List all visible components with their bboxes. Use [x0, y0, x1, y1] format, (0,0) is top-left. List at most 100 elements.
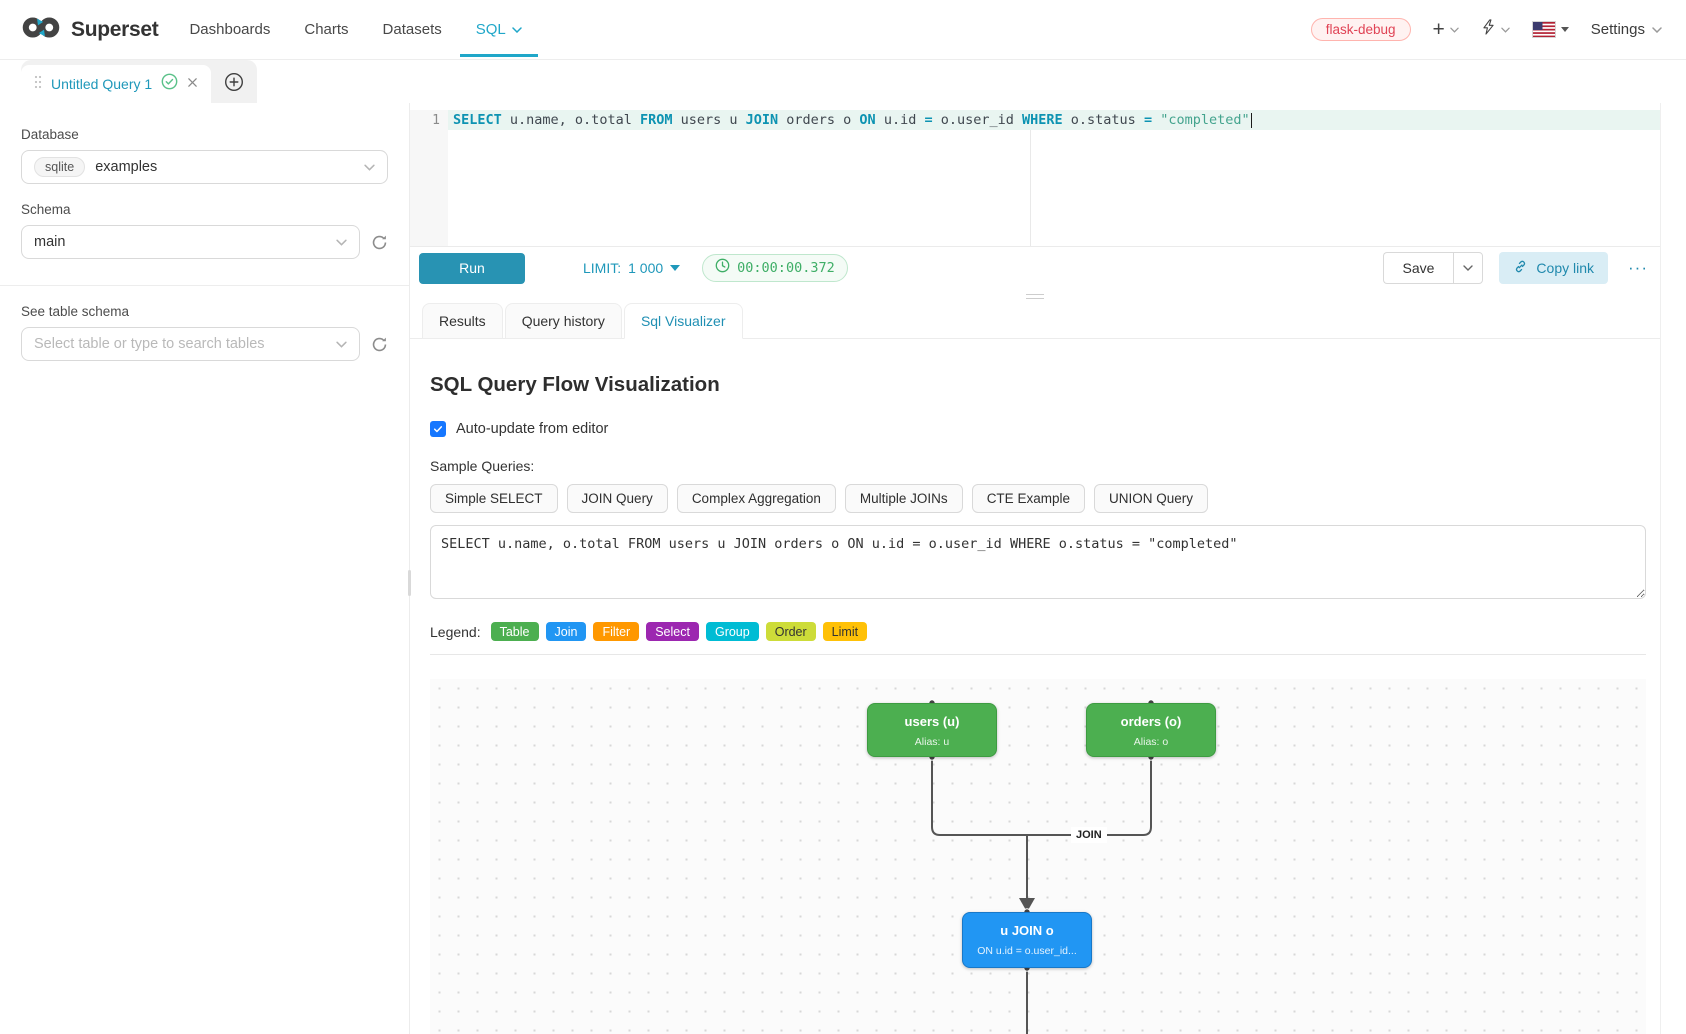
sql-editor[interactable]: 1 SELECT u.name, o.total FROM users u JO…: [410, 110, 1660, 247]
sample-join-query-button[interactable]: JOIN Query: [567, 484, 668, 513]
sample-union-query-button[interactable]: UNION Query: [1094, 484, 1208, 513]
chevron-down-icon: [336, 239, 347, 246]
legend-badge-filter: Filter: [593, 622, 639, 641]
add-query-tab-button[interactable]: [211, 65, 257, 103]
save-button[interactable]: Save: [1383, 252, 1454, 284]
settings-menu[interactable]: Settings: [1591, 21, 1662, 38]
sql-visualizer-panel: SQL Query Flow Visualization Auto-update…: [410, 339, 1660, 1034]
database-select[interactable]: sqlite examples: [21, 150, 388, 184]
legend-badge-limit: Limit: [823, 622, 867, 641]
node-subtitle: ON u.id = o.user_id...: [963, 945, 1091, 957]
table-search-select[interactable]: Select table or type to search tables: [21, 327, 360, 361]
us-flag-icon: [1532, 21, 1556, 38]
tab-results[interactable]: Results: [422, 303, 503, 339]
legend-badge-group: Group: [706, 622, 759, 641]
sample-complex-aggregation-button[interactable]: Complex Aggregation: [677, 484, 836, 513]
new-dropdown-button[interactable]: +: [1433, 23, 1459, 37]
add-tab-icon: [224, 72, 244, 97]
auto-update-label: Auto-update from editor: [456, 421, 608, 437]
print-margin-line: [1030, 110, 1031, 246]
superset-logo-icon: [21, 14, 61, 46]
sample-simple-select-button[interactable]: Simple SELECT: [430, 484, 558, 513]
main-nav: Dashboards Charts Datasets SQL: [189, 0, 521, 59]
link-icon: [1513, 259, 1528, 277]
node-title: u JOIN o: [963, 923, 1091, 938]
node-subtitle: Alias: o: [1087, 736, 1215, 748]
close-icon[interactable]: [187, 75, 198, 93]
line-number: 1: [410, 110, 448, 130]
run-button[interactable]: Run: [419, 253, 525, 284]
legend-badge-select: Select: [646, 622, 699, 641]
chevron-down-icon: [364, 164, 375, 171]
database-label: Database: [21, 127, 388, 142]
plus-icon: +: [1433, 23, 1445, 37]
resize-grip-icon: [1026, 294, 1044, 299]
query-tab-untitled-query-1[interactable]: Untitled Query 1: [21, 65, 211, 103]
limit-dropdown[interactable]: LIMIT: 1 000: [583, 260, 680, 276]
table-search-placeholder: Select table or type to search tables: [34, 336, 265, 352]
refresh-tables-icon[interactable]: [371, 336, 388, 353]
tab-query-history[interactable]: Query history: [505, 303, 622, 339]
language-dropdown-button[interactable]: [1532, 21, 1569, 38]
auto-update-checkbox-row[interactable]: Auto-update from editor: [430, 421, 1646, 437]
schema-select-value: main: [34, 234, 65, 250]
node-subtitle: Alias: u: [868, 736, 996, 748]
chevron-down-icon: [1501, 27, 1510, 33]
database-select-value: examples: [95, 159, 157, 175]
caret-down-icon: [1561, 27, 1569, 32]
save-options-button[interactable]: [1453, 252, 1483, 284]
text-cursor: [1251, 113, 1253, 128]
limit-label: LIMIT:: [583, 260, 621, 276]
sidebar-divider: [0, 285, 409, 286]
query-timer: 00:00:00.372: [702, 254, 848, 282]
navbar: Superset Dashboards Charts Datasets SQL …: [0, 0, 1686, 60]
query-tab-strip: Untitled Query 1: [0, 60, 1686, 103]
sample-multiple-joins-button[interactable]: Multiple JOINs: [845, 484, 963, 513]
sql-line-1: SELECT u.name, o.total FROM users u JOIN…: [448, 110, 1660, 130]
chevron-down-icon: [1450, 27, 1459, 33]
navbar-right: flask-debug + Settings: [1311, 18, 1662, 41]
chevron-down-icon: [336, 341, 347, 348]
table-schema-label: See table schema: [21, 304, 388, 319]
drag-handle-icon[interactable]: [34, 75, 42, 94]
auto-update-checkbox[interactable]: [430, 421, 446, 437]
superset-logo[interactable]: Superset: [21, 14, 158, 46]
content-divider: [430, 654, 1646, 655]
flow-node-orders[interactable]: orders (o) Alias: o: [1086, 703, 1216, 757]
more-actions-button[interactable]: ···: [1624, 258, 1652, 278]
sample-cte-example-button[interactable]: CTE Example: [972, 484, 1085, 513]
schema-select[interactable]: main: [21, 225, 360, 259]
timer-value: 00:00:00.372: [737, 260, 835, 276]
nav-item-dashboards[interactable]: Dashboards: [189, 21, 270, 38]
sample-query-buttons: Simple SELECT JOIN Query Complex Aggrega…: [430, 484, 1646, 513]
sqllab-sidebar: Database sqlite examples Schema main See…: [0, 103, 410, 1034]
editor-code-area[interactable]: SELECT u.name, o.total FROM users u JOIN…: [448, 110, 1660, 246]
flow-node-join[interactable]: u JOIN o ON u.id = o.user_id...: [962, 912, 1092, 968]
legend-badge-join: Join: [546, 622, 587, 641]
legend-badge-order: Order: [766, 622, 816, 641]
nav-item-sql[interactable]: SQL: [476, 21, 522, 38]
sample-queries-label: Sample Queries:: [430, 458, 1646, 474]
node-title: users (u): [868, 714, 996, 729]
query-tab-label: Untitled Query 1: [51, 76, 152, 92]
legend-row: Legend: Table Join Filter Select Group O…: [430, 622, 1646, 641]
environment-tag: flask-debug: [1311, 18, 1411, 41]
join-edge-label: JOIN: [1071, 827, 1107, 843]
tab-sql-visualizer[interactable]: Sql Visualizer: [624, 303, 743, 339]
legend-label: Legend:: [430, 624, 481, 640]
refresh-schemas-icon[interactable]: [371, 234, 388, 251]
legend-badge-table: Table: [491, 622, 539, 641]
pane-resize-handle[interactable]: [410, 289, 1660, 303]
chevron-down-icon: [1652, 27, 1662, 33]
copy-link-button[interactable]: Copy link: [1499, 252, 1608, 284]
nav-item-datasets[interactable]: Datasets: [383, 21, 442, 38]
flow-diagram-canvas[interactable]: JOIN users (u) Alias: u orders (o) Alias…: [430, 679, 1646, 1034]
query-input-textarea[interactable]: SELECT u.name, o.total FROM users u JOIN…: [430, 525, 1646, 599]
page-title: SQL Query Flow Visualization: [430, 373, 1646, 397]
save-split-button: Save: [1383, 252, 1484, 284]
tools-dropdown-button[interactable]: [1481, 18, 1510, 41]
flow-node-users[interactable]: users (u) Alias: u: [867, 703, 997, 757]
nav-item-charts[interactable]: Charts: [304, 21, 348, 38]
chevron-down-icon: [512, 27, 522, 33]
schema-label: Schema: [21, 202, 388, 217]
